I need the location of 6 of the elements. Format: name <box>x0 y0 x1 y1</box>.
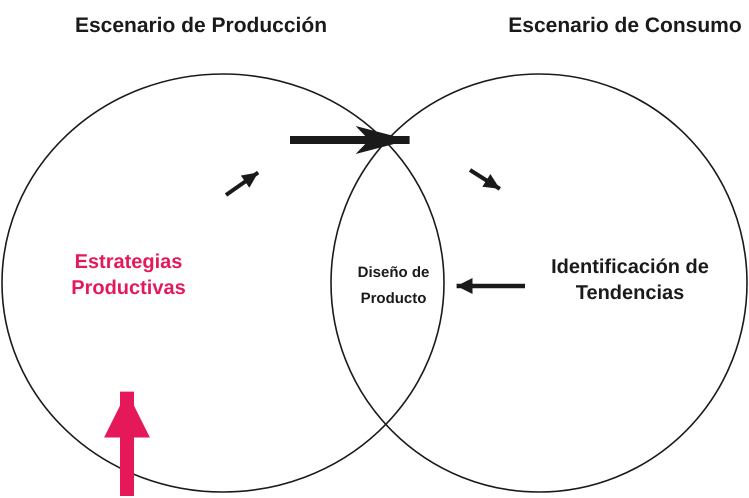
overlap-label: Diseño de Producto <box>358 262 430 309</box>
concept-label: Identificación de Tendencias <box>550 255 710 306</box>
scenario-heading: Escenario de Producción <box>74 14 328 38</box>
arrow <box>456 278 525 294</box>
scenario-heading: Escenario de Consumo <box>507 14 743 38</box>
concept-label: Estrategias Productivas <box>70 250 187 301</box>
